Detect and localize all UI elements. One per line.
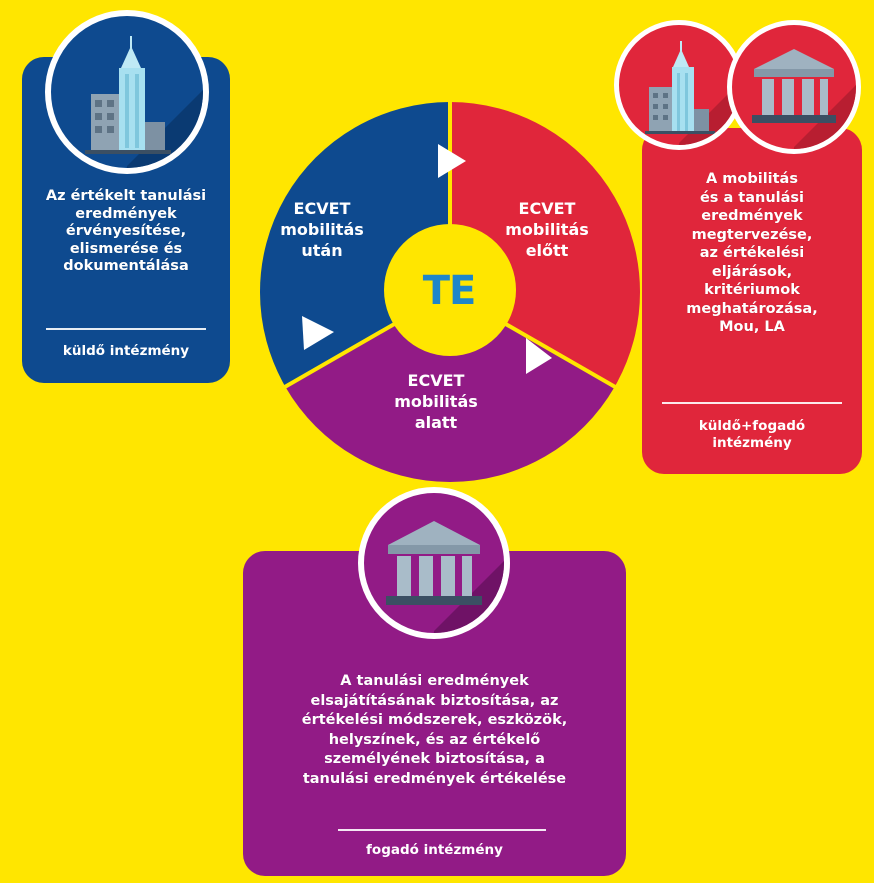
arrow-marker-icon — [526, 338, 552, 374]
arrow-marker-icon — [438, 144, 466, 178]
institution-icon — [358, 487, 510, 639]
card-before-mobility-footer: küldő+fogadó intézmény — [698, 418, 806, 451]
card-after-mobility-footer: küldő intézmény — [62, 343, 190, 359]
arrow-marker-icon — [302, 316, 334, 350]
institution-icon — [727, 20, 861, 154]
ecvet-cycle-wheel — [259, 100, 641, 483]
card-after-mobility-text: Az értékelt tanulási eredmények érvényes… — [45, 188, 207, 274]
wheel-label-during: ECVET mobilitás alatt — [394, 371, 478, 432]
wheel-label-after: ECVET mobilitás után — [280, 199, 364, 260]
card-divider — [46, 328, 206, 330]
skyscraper-icon — [614, 20, 744, 150]
card-before-mobility-text: A mobilitás és a tanulási eredmények meg… — [686, 171, 818, 335]
card-divider — [338, 829, 546, 831]
wheel-label-before: ECVET mobilitás előtt — [505, 199, 589, 260]
skyscraper-icon — [45, 10, 209, 174]
center-label: TE — [422, 268, 477, 314]
card-during-mobility-text: A tanulási eredmények elsajátításának bi… — [301, 673, 568, 787]
card-divider — [662, 402, 842, 404]
card-before-mobility: A mobilitás és a tanulási eredmények meg… — [642, 128, 862, 474]
card-during-mobility-footer: fogadó intézmény — [366, 842, 503, 858]
